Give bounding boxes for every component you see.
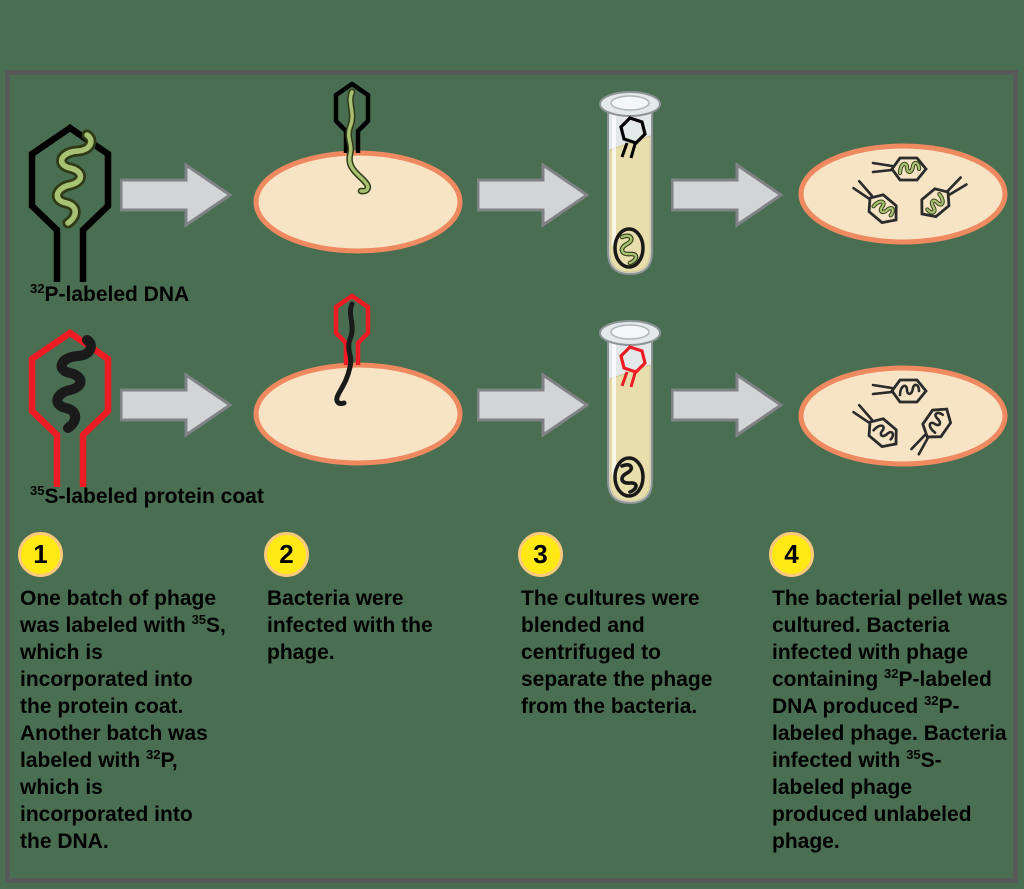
- phage-label-35s: 35S-labeled protein coat: [30, 483, 264, 508]
- centrifuge-tube-32p: [599, 91, 661, 276]
- step-4-badge: 4: [769, 532, 814, 577]
- phage-35s: [28, 329, 112, 487]
- cultured-bacteria-32p: [798, 143, 1008, 245]
- flow-arrow: [671, 162, 784, 228]
- bacterium-cell: [253, 150, 463, 254]
- cultured-bacteria-35s: [798, 365, 1008, 467]
- step-number: 3: [533, 539, 548, 569]
- bacterium-cell: [253, 362, 463, 466]
- infected-bacterium-35s: [253, 293, 463, 466]
- infected-bacterium-32p: [253, 81, 463, 254]
- step-3-text: The cultures were blended and centrifuge…: [521, 587, 713, 718]
- phage-32p: [28, 124, 112, 282]
- centrifuge-tube-35s: [599, 320, 661, 505]
- attached-phage: [333, 81, 371, 153]
- flow-arrow: [477, 162, 590, 228]
- step-4-text: The bacterial pellet was cultured. Bacte…: [772, 587, 1008, 853]
- step-3-badge: 3: [518, 532, 563, 577]
- step-1-text: One batch of phage was labeled with 35S,…: [20, 587, 226, 853]
- dna-strand: [52, 335, 96, 433]
- flow-arrow: [120, 162, 233, 228]
- free-phage-coat: [619, 116, 647, 145]
- step-2-text: Bacteria were infected with the phage.: [267, 587, 433, 664]
- step-number: 1: [33, 539, 48, 569]
- step-number: 4: [784, 539, 799, 569]
- step-1-badge: 1: [18, 532, 63, 577]
- step-2-badge: 2: [264, 532, 309, 577]
- bacterium-cell: [798, 365, 1008, 467]
- flow-arrow: [477, 372, 590, 438]
- phage-label-32p: 32P-labeled DNA: [30, 281, 190, 306]
- phage-head: [28, 124, 112, 282]
- attached-phage: [333, 293, 371, 365]
- step-number: 2: [279, 539, 294, 569]
- phage-head: [28, 329, 112, 487]
- injected-dna: [334, 301, 355, 406]
- bacterium-cell: [798, 143, 1008, 245]
- free-phage-coat: [619, 345, 647, 374]
- diagram-frame: [5, 70, 1018, 883]
- flow-arrow: [671, 372, 784, 438]
- flow-arrow: [120, 372, 233, 438]
